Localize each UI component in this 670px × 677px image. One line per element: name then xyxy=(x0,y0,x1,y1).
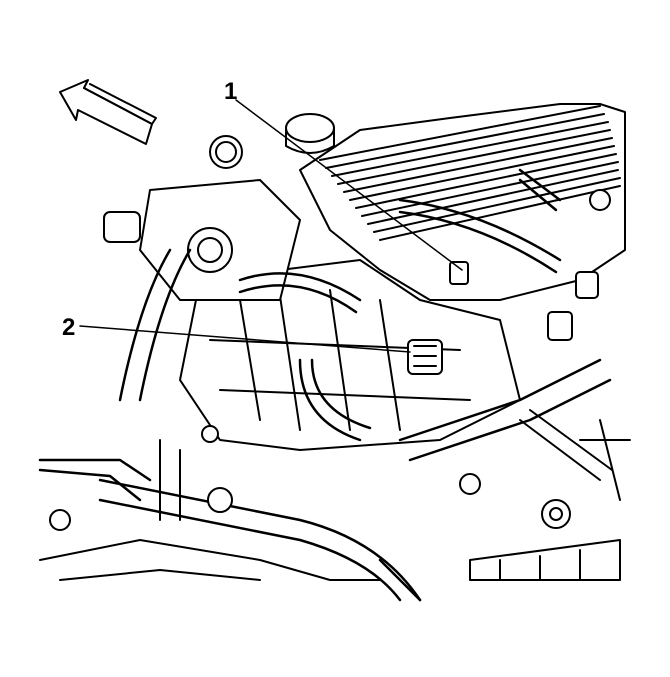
leader-line-2 xyxy=(79,325,411,353)
callout-leaders xyxy=(79,99,463,353)
hoses xyxy=(238,168,562,442)
callout-label-2: 2 xyxy=(62,314,76,341)
mounting-brackets xyxy=(519,409,631,501)
callout-label-1: 1 xyxy=(224,78,238,105)
electrical-connectors xyxy=(49,189,611,531)
throttle-body xyxy=(103,135,301,301)
leader-line-1 xyxy=(235,99,463,271)
oil-filler-cap xyxy=(285,113,335,154)
direction-arrow-icon xyxy=(59,79,157,145)
wiring-harness xyxy=(38,248,612,602)
intake-manifold xyxy=(179,259,521,451)
lower-engine-structure xyxy=(39,439,621,581)
